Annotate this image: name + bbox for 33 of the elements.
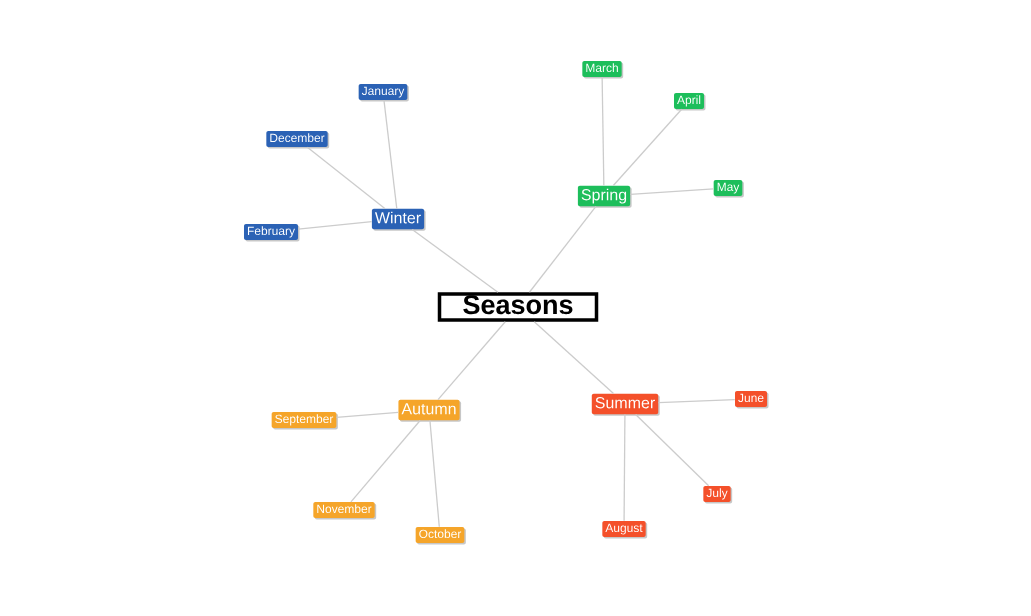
connector-line	[411, 228, 499, 293]
month-box: June	[735, 391, 769, 409]
connector-line	[297, 221, 373, 230]
connector-line	[350, 419, 421, 503]
season-box: Autumn	[398, 399, 462, 422]
month-box: September	[271, 412, 338, 430]
season-box: Winter	[371, 208, 426, 231]
month-box: February	[244, 224, 300, 242]
month-box: March	[582, 61, 624, 79]
connector-line	[657, 399, 736, 404]
month-box: November	[313, 502, 377, 520]
connector-line	[306, 146, 386, 210]
connector-line	[612, 108, 683, 187]
connector-line	[623, 413, 626, 522]
connector-line	[383, 99, 398, 210]
season-box: Summer	[591, 393, 660, 416]
month-box: January	[358, 84, 409, 102]
central-topic-box: Seasons	[437, 292, 599, 322]
connector-line	[601, 76, 605, 187]
connector-line	[429, 419, 440, 528]
month-box: August	[602, 521, 648, 539]
connector-line	[335, 411, 399, 419]
month-box: May	[713, 180, 744, 198]
connector-line	[533, 321, 615, 395]
month-box: December	[266, 131, 330, 149]
month-box: October	[415, 527, 466, 545]
connector-line	[437, 321, 506, 401]
connector-line	[629, 188, 715, 195]
connector-line	[635, 413, 710, 487]
month-box: July	[703, 486, 733, 504]
connector-line	[528, 205, 597, 293]
season-box: Spring	[577, 185, 632, 208]
month-box: April	[674, 93, 706, 111]
